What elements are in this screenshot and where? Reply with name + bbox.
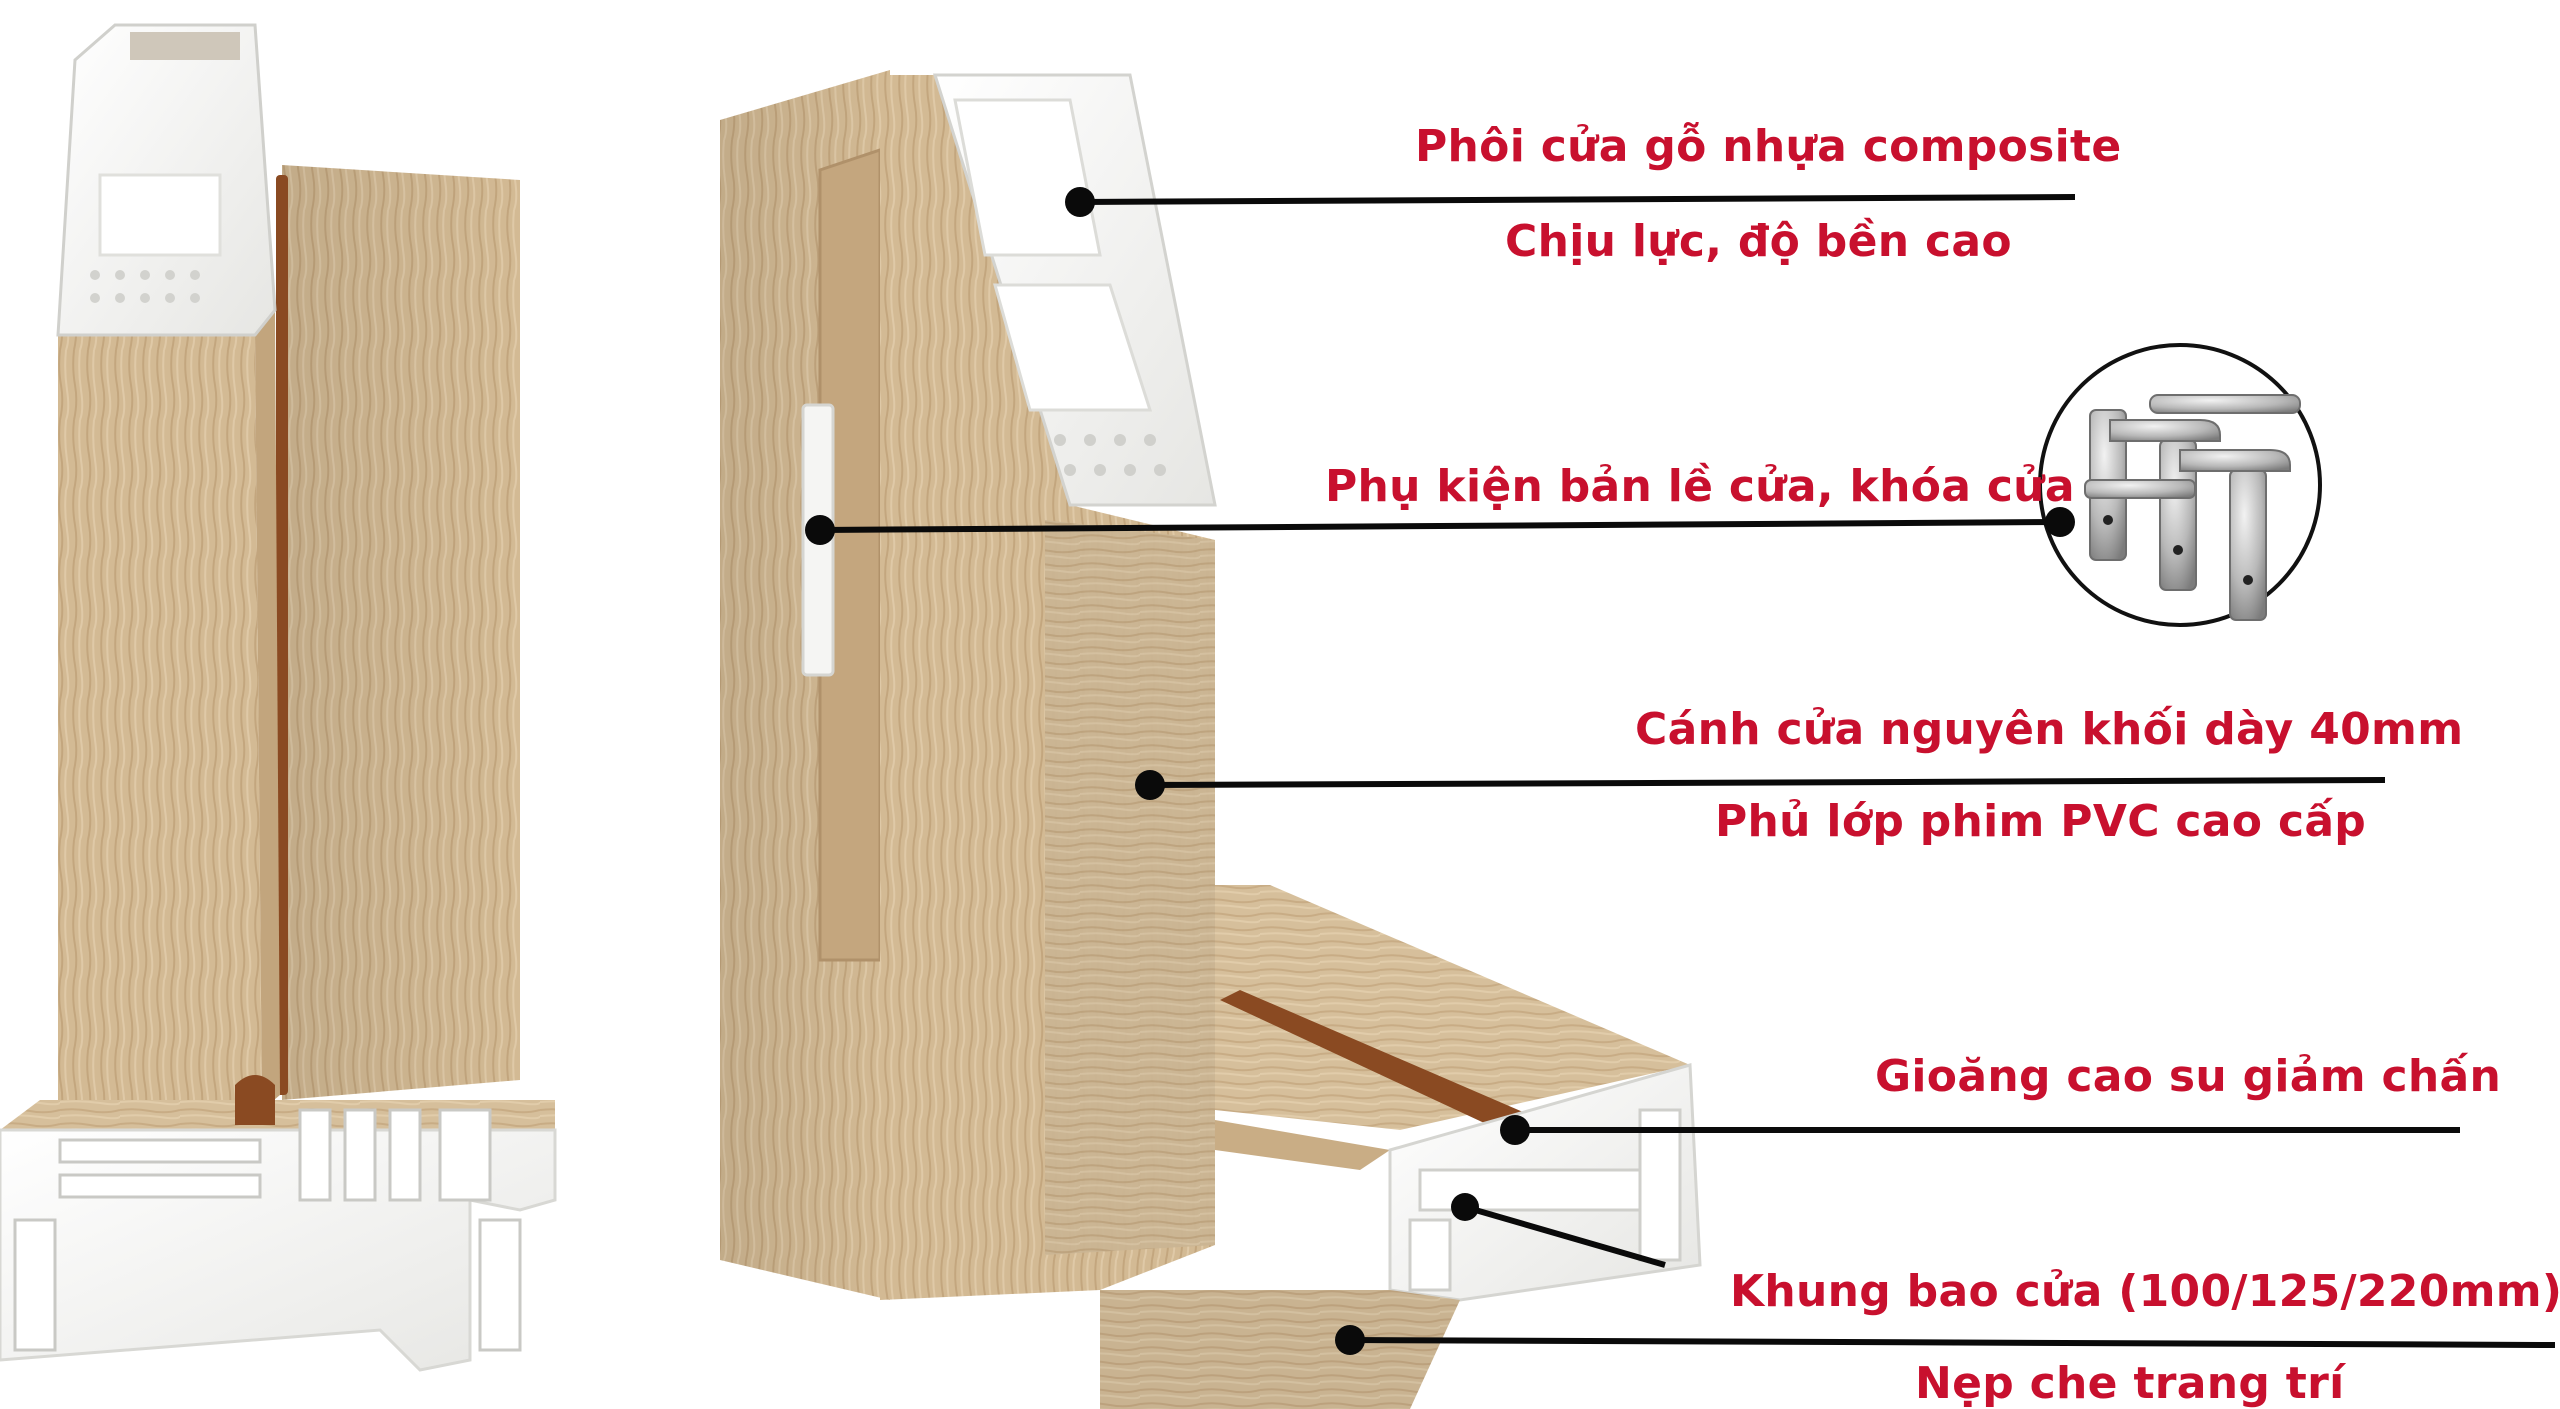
- label-frame-title: Khung bao cửa (100/125/220mm): [1730, 1266, 2560, 1317]
- main-door-section: [720, 70, 1702, 1409]
- label-hardware: Phụ kiện bản lề cửa, khóa cửa: [1325, 461, 2075, 512]
- main-frame-front: [1100, 1290, 1460, 1409]
- label-door-leaf-title: Cánh cửa nguyên khối dày 40mm: [1635, 704, 2464, 755]
- leader-composite-core: [1079, 194, 2076, 205]
- leader-lines: [805, 187, 2556, 1355]
- label-rubber-gasket: Gioăng cao su giảm chấn: [1875, 1051, 2502, 1102]
- left-door-leaf: [58, 335, 262, 1110]
- label-frame-subtitle: Nẹp che trang trí: [1915, 1358, 2345, 1409]
- hardware-inset: [2038, 343, 2322, 627]
- leader-dot-rubber-gasket: [1500, 1115, 1530, 1145]
- leader-dot-hardware-inset: [2045, 507, 2075, 537]
- left-door-section: [0, 23, 557, 1372]
- main-gasket-strip: [1220, 990, 1530, 1135]
- label-composite-core-subtitle: Chịu lực, độ bền cao: [1505, 216, 2012, 267]
- left-frame-profile: [0, 1075, 557, 1372]
- leader-frame: [1349, 1337, 2556, 1348]
- left-gasket-strip: [276, 175, 288, 1095]
- leader-dot-frame: [1335, 1325, 1365, 1355]
- leader-dot-composite-core: [1065, 187, 1095, 217]
- leader-dot-door-leaf: [1135, 770, 1165, 800]
- label-composite-core-title: Phôi cửa gỗ nhựa composite: [1415, 121, 2122, 172]
- leader-hardware: [819, 519, 2061, 533]
- leader-dot-frame-profile: [1451, 1193, 1479, 1221]
- leader-dot-hinge: [805, 515, 835, 545]
- label-door-leaf-subtitle: Phủ lớp phim PVC cao cấp: [1715, 796, 2367, 847]
- main-frame-rail-top: [1215, 885, 1690, 1130]
- leader-frame-profile: [1464, 1204, 1666, 1268]
- main-frame-profile: [1388, 1063, 1702, 1302]
- door-handle-icon: [2084, 394, 2301, 621]
- leader-door-leaf: [1149, 777, 2386, 788]
